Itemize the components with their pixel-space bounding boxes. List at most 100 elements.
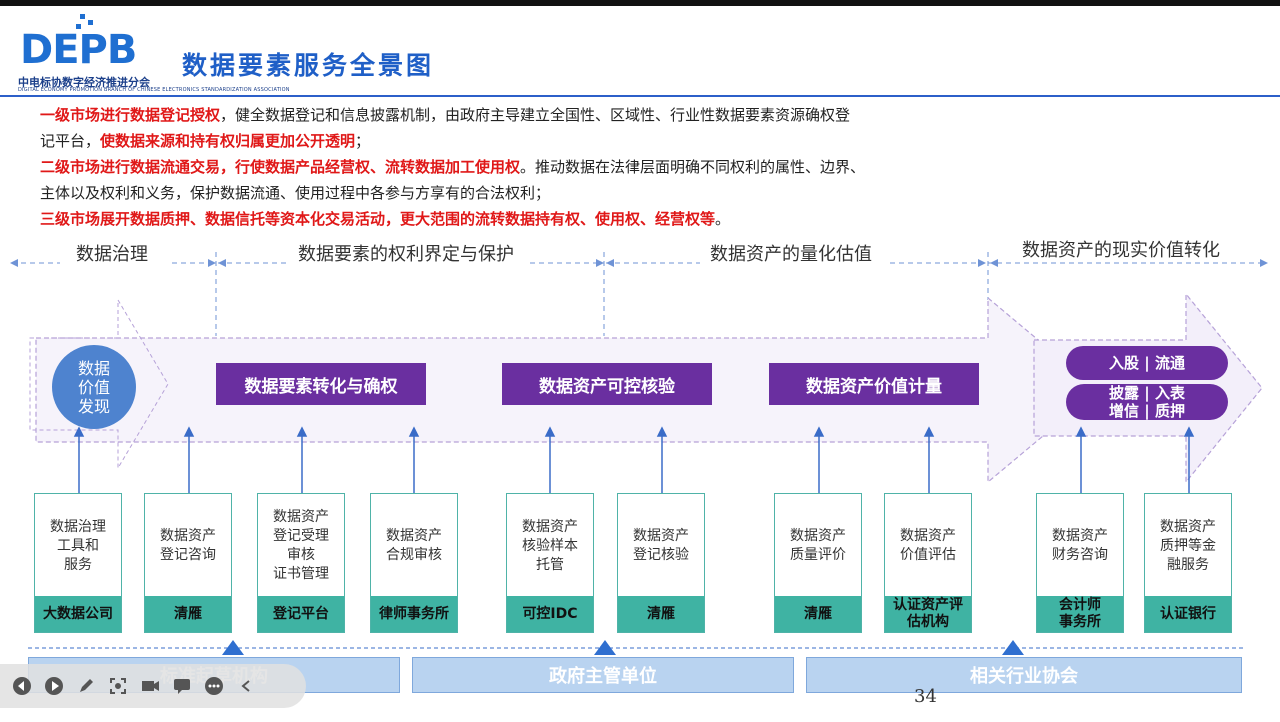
header-divider: [0, 95, 1280, 97]
card-description: 数据资产合规审核: [371, 494, 457, 598]
text-red: 二级市场进行数据流通交易，行使数据产品经营权、流转数据加工使用权: [40, 158, 521, 176]
provider-line: 会计师: [1059, 597, 1101, 613]
card-provider: 认证银行: [1145, 596, 1231, 632]
provider-line: 事务所: [1059, 614, 1101, 630]
provider-line: 估机构: [907, 614, 949, 630]
card-description: 数据资产财务咨询: [1037, 494, 1123, 598]
text-black: 主体以及权利和义务，保护数据流通、使用过程中各参与方享有的合法权利；: [40, 184, 551, 202]
service-card: 数据资产登记受理审核证书管理登记平台: [257, 493, 345, 633]
video-icon[interactable]: [138, 674, 162, 698]
paragraph-line-4: 主体以及权利和义务，保护数据流通、使用过程中各参与方享有的合法权利；: [40, 182, 550, 204]
page-number: 34: [914, 686, 937, 707]
card-line: 融服务: [1167, 556, 1209, 573]
service-card: 数据资产质押等金融服务认证银行: [1144, 493, 1232, 633]
service-card: 数据资产登记核验清雁: [617, 493, 705, 633]
card-line: 质量评价: [790, 547, 846, 563]
card-description: 数据资产核验样本托管: [507, 494, 593, 598]
presentation-toolbar: [0, 664, 306, 708]
comment-icon[interactable]: [170, 674, 194, 698]
phase-label: 数据要素的权利界定与保护: [298, 244, 514, 265]
card-line: 财务咨询: [1052, 547, 1108, 563]
card-description: 数据资产登记咨询: [145, 494, 231, 598]
play-icon[interactable]: [42, 674, 66, 698]
card-line: 数据资产: [386, 528, 442, 544]
card-provider: 登记平台: [258, 596, 344, 632]
text-red: 一级市场进行数据登记授权: [40, 106, 221, 124]
card-line: 合规审核: [386, 547, 442, 563]
card-line: 数据资产: [633, 528, 689, 544]
card-provider: 清雁: [775, 596, 861, 632]
card-provider: 可控IDC: [507, 596, 593, 632]
arrow-head: [978, 259, 986, 267]
card-provider: 清雁: [618, 596, 704, 632]
arrow-head: [218, 259, 226, 267]
logo: DEPB: [20, 27, 137, 73]
service-card: 数据资产价值评估认证资产评估机构: [884, 493, 972, 633]
card-line: 价值评估: [900, 547, 956, 563]
phase-label: 数据资产的现实价值转化: [1022, 240, 1220, 261]
bottom-org-box: 政府主管单位: [412, 657, 794, 693]
card-line: 登记核验: [633, 547, 689, 563]
text-black: ；: [355, 132, 371, 150]
previous-icon[interactable]: [10, 674, 34, 698]
text-black: 记平台，: [40, 132, 101, 150]
circle-text: 发现: [77, 396, 110, 416]
stage-box: 数据要素转化与确权: [216, 363, 426, 405]
card-line: 数据资产: [1160, 518, 1216, 535]
card-line: 工具和: [57, 537, 99, 554]
card-description: 数据资产质量评价: [775, 494, 861, 598]
pen-icon[interactable]: [74, 674, 98, 698]
card-description: 数据资产登记核验: [618, 494, 704, 598]
logo-en-name: DIGITAL ECONOMY PROMOTION BRANCH OF CHIN…: [18, 87, 290, 93]
slide-header: DEPB 中电标协数字经济推进分会 DIGITAL ECONOMY PROMOT…: [0, 6, 1280, 94]
focus-icon[interactable]: [106, 674, 130, 698]
provider-line: 可控IDC: [522, 605, 578, 622]
provider-line: 认证资产评: [893, 597, 963, 613]
phase-label: 数据治理: [76, 244, 148, 265]
start-chevron: [29, 298, 169, 470]
text-black: ，健全数据登记和信息披露机制，由政府主导建立全国性、区域性、行业性数据要素资源确…: [220, 106, 851, 124]
logo-dot: [88, 20, 93, 25]
card-line: 核验样本: [522, 537, 578, 554]
card-provider: 大数据公司: [35, 596, 121, 632]
text-red: 使数据来源和持有权归属更加公开透明: [100, 132, 356, 150]
more-icon[interactable]: [202, 674, 226, 698]
arrow-head-left: [10, 259, 18, 267]
value-pill: 入股 | 流通: [1066, 346, 1228, 380]
arrow-head: [208, 259, 216, 267]
service-card: 数据资产核验样本托管可控IDC: [506, 493, 594, 633]
paragraph-line-1: 一级市场进行数据登记授权，健全数据登记和信息披露机制，由政府主导建立全国性、区域…: [40, 104, 850, 126]
card-line: 登记受理: [273, 528, 329, 544]
pill-text: 增信 | 质押: [1109, 402, 1185, 420]
top-bar: [0, 0, 1280, 6]
card-description: 数据资产质押等金融服务: [1145, 494, 1231, 598]
stage-box: 数据资产价值计量: [769, 363, 979, 405]
paragraph-line-2: 记平台，使数据来源和持有权归属更加公开透明；: [40, 130, 370, 152]
stage-box: 数据资产可控核验: [502, 363, 712, 405]
bottom-org-box: 相关行业协会: [806, 657, 1242, 693]
paragraph-line-5: 三级市场展开数据质押、数据信托等资本化交易活动，更大范围的流转数据持有权、使用权…: [40, 208, 730, 230]
service-card: 数据资产合规审核律师事务所: [370, 493, 458, 633]
card-line: 数据资产: [273, 509, 329, 525]
triangle-marker: [1002, 640, 1024, 655]
provider-line: 清雁: [647, 605, 675, 622]
card-line: 证书管理: [273, 566, 329, 582]
triangle-marker: [222, 640, 244, 655]
card-provider: 会计师事务所: [1037, 596, 1123, 632]
pill-text: 披露 | 入表: [1109, 384, 1185, 402]
provider-line: 大数据公司: [43, 605, 113, 622]
card-line: 数据资产: [522, 518, 578, 535]
card-provider: 认证资产评估机构: [885, 596, 971, 632]
arrow-head: [990, 259, 998, 267]
pill-text: 入股 | 流通: [1109, 354, 1185, 372]
text-black: 。推动数据在法律层面明确不同权利的属性、边界、: [520, 158, 866, 176]
card-description: 数据资产价值评估: [885, 494, 971, 598]
logo-cn-name: 中电标协数字经济推进分会: [18, 76, 150, 89]
value-discovery-circle: 数据 价值 发现: [52, 345, 136, 429]
card-line: 数据资产: [790, 528, 846, 544]
collapse-chevron-icon[interactable]: [234, 674, 258, 698]
triangle-marker: [594, 640, 616, 655]
logo-dot: [80, 14, 85, 19]
circle-text: 数据: [77, 358, 110, 378]
service-card: 数据资产登记咨询清雁: [144, 493, 232, 633]
